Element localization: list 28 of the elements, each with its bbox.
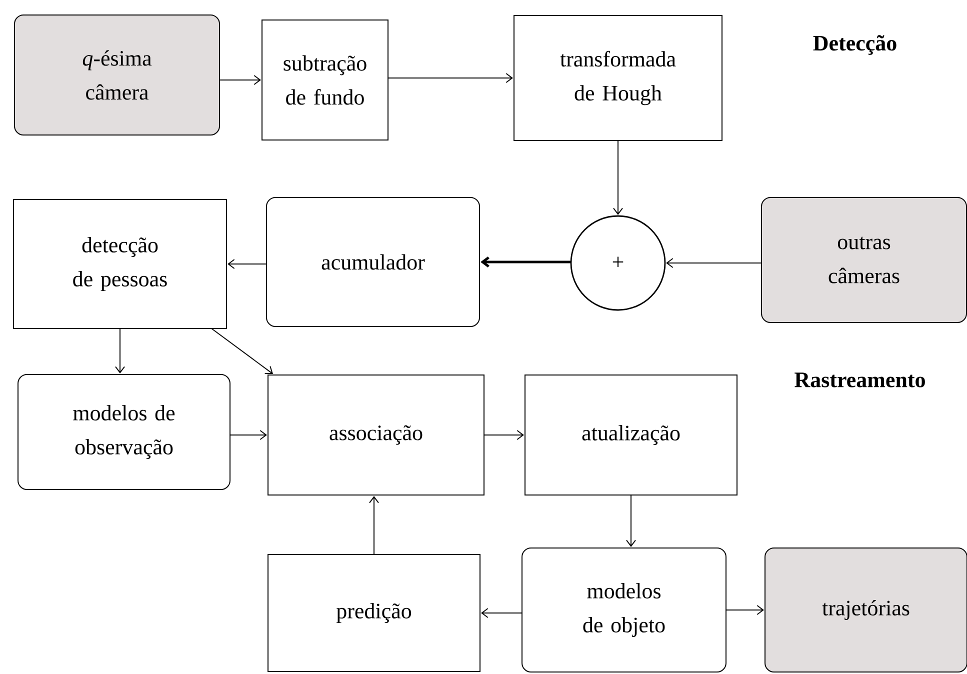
arrow bbox=[228, 259, 235, 269]
rounded-box: modelos de objeto bbox=[522, 548, 726, 672]
rounded-box: modelos de observação bbox=[18, 374, 230, 490]
process-box: detecção de pessoas bbox=[13, 199, 227, 329]
arrow bbox=[260, 430, 267, 440]
arrow bbox=[626, 540, 636, 547]
arrow bbox=[115, 366, 125, 374]
rounded-box: acumulador bbox=[266, 197, 480, 327]
arrow bbox=[369, 496, 379, 504]
rounded-box: q-ésima câmera bbox=[14, 14, 220, 136]
arrow bbox=[254, 75, 261, 85]
arrow bbox=[756, 605, 764, 615]
arrow bbox=[613, 208, 623, 215]
process-box: subtração de fundo bbox=[262, 20, 388, 140]
arrow bbox=[480, 256, 490, 268]
process-box: atualização bbox=[524, 374, 738, 496]
arrow bbox=[516, 430, 524, 440]
arrow bbox=[506, 73, 513, 83]
arrow bbox=[666, 258, 674, 268]
section-heading: Rastreamento bbox=[794, 372, 925, 388]
section-heading: Detecção bbox=[813, 35, 896, 55]
process-box: predição bbox=[268, 554, 480, 672]
arrow bbox=[481, 608, 488, 618]
process-box: transformada de Hough bbox=[514, 15, 722, 141]
rounded-box: outras câmeras bbox=[761, 197, 967, 323]
rounded-box: trajetórias bbox=[764, 548, 967, 672]
process-box: associação bbox=[268, 374, 484, 496]
arrow bbox=[264, 366, 273, 374]
